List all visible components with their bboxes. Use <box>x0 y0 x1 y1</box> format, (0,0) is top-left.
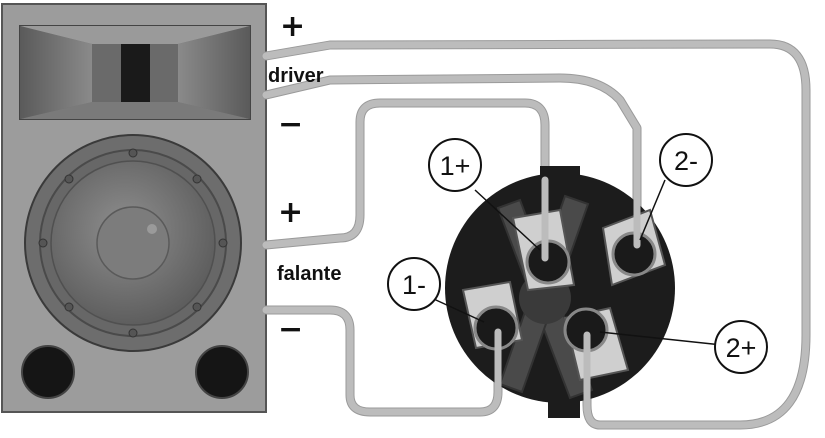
horn-driver <box>19 25 251 120</box>
speakon-connector <box>445 166 675 418</box>
woofer-plus-sign: + <box>278 195 303 230</box>
pin-label-2-minus: 2- <box>659 133 713 187</box>
pin-callouts: 1+ 2- 1- 2+ <box>387 133 768 374</box>
contact-1-minus <box>461 280 524 351</box>
pin-label-2-plus: 2+ <box>714 320 768 374</box>
pin-label-1-plus: 1+ <box>428 138 482 192</box>
driver-plus-sign: + <box>280 9 305 44</box>
contact-2-minus <box>601 208 667 287</box>
svg-text:1+: 1+ <box>440 151 471 181</box>
driver-minus-sign: − <box>278 107 303 142</box>
polarity-labels: + driver − + falante − <box>268 9 341 347</box>
wire-ends <box>494 176 641 414</box>
woofer-label: falante <box>277 263 341 285</box>
wire-woofer-plus <box>262 99 549 262</box>
bass-port-right <box>195 345 249 399</box>
wire-driver-minus <box>262 74 641 249</box>
pin-label-1-minus: 1- <box>387 257 441 311</box>
svg-text:2-: 2- <box>674 146 698 176</box>
wires <box>261 39 811 430</box>
svg-text:2+: 2+ <box>726 333 757 363</box>
svg-text:1-: 1- <box>402 270 426 300</box>
woofer-speaker <box>24 134 242 352</box>
driver-label: driver <box>268 65 324 87</box>
woofer-minus-sign: − <box>278 312 303 347</box>
contact-2-plus <box>563 306 630 382</box>
speaker-cabinet <box>1 3 267 413</box>
bass-port-left <box>21 345 75 399</box>
wire-driver-plus <box>262 40 810 429</box>
wire-woofer-minus <box>262 306 502 416</box>
